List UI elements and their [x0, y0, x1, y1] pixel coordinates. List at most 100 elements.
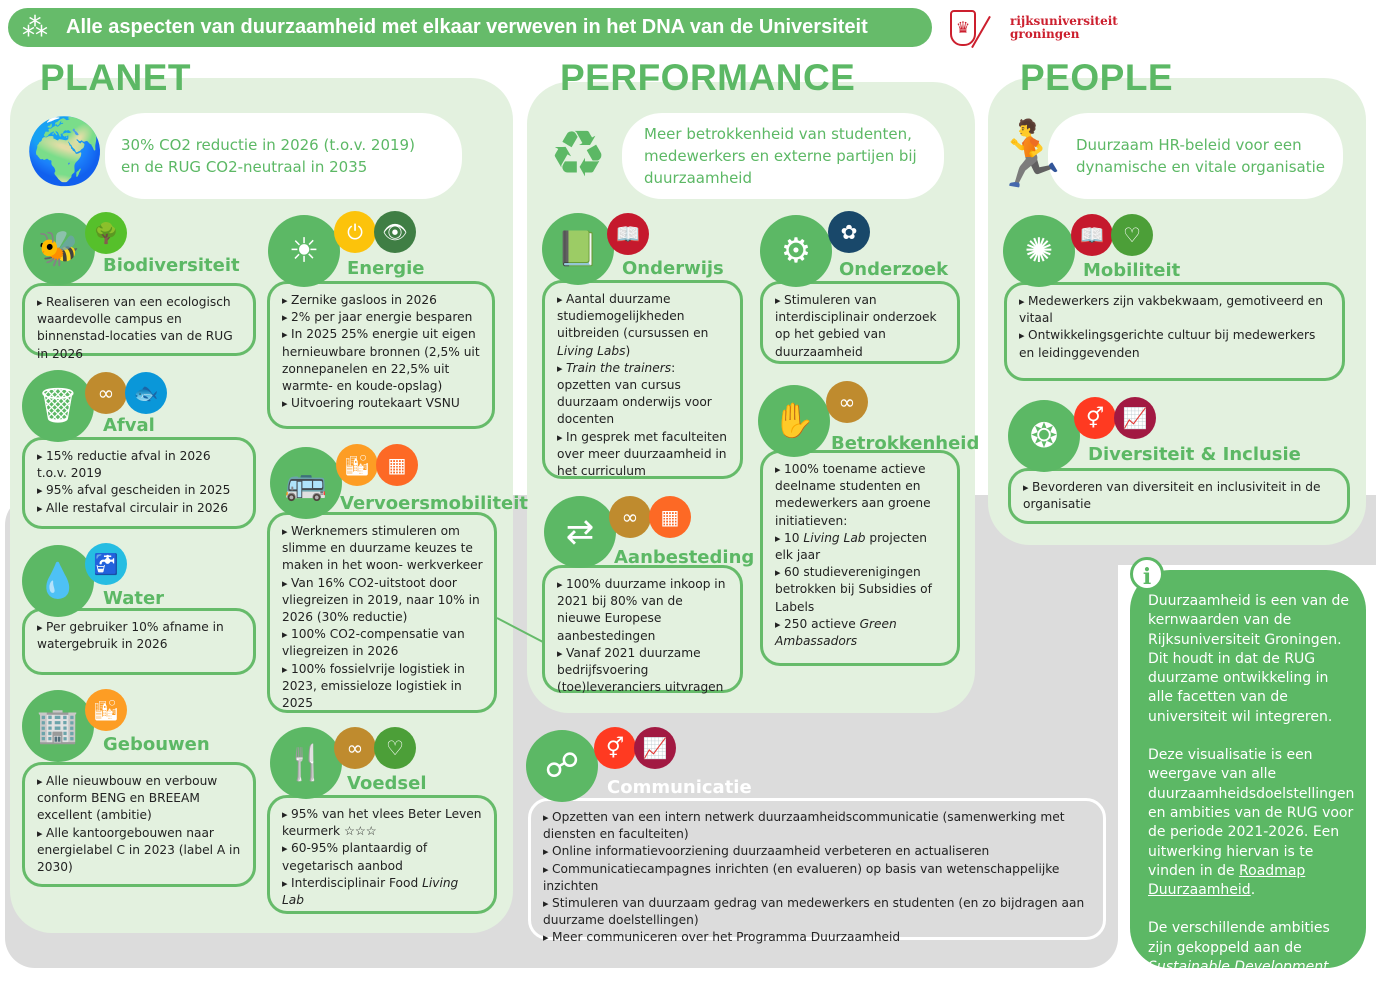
sdg12-consumption-icon: ∞	[609, 496, 651, 538]
people-goal-text: Duurzaam HR-beleid voor een dynamische e…	[1076, 136, 1325, 176]
list-item: 10 Living Lab projecten elk jaar	[775, 530, 947, 564]
list-item: Communicatiecampagnes inrichten (en eval…	[543, 861, 1093, 895]
sdg3-health-icon: ♡	[374, 727, 416, 769]
list-item: Alle restafval circulair in 2026	[37, 500, 243, 517]
list-item: Ontwikkelingsgerichte cultuur bij medewe…	[1019, 327, 1332, 361]
logo-line2: groningen	[1010, 27, 1080, 41]
item-emphasis: Living Lab	[803, 530, 866, 545]
card-onderzoek-title: Onderzoek	[839, 259, 949, 280]
people-circle-icon: ❂	[1008, 400, 1080, 472]
card-energie-box: Zernike gasloos in 20262% per jaar energ…	[267, 281, 495, 429]
sdg7-energy-icon: ⏻	[334, 211, 376, 253]
university-crest-logo: ♛	[950, 10, 976, 46]
item-text: Opzetten van een intern netwerk duurzaam…	[543, 810, 1065, 842]
list-item: 100% toename actieve deelname studenten …	[775, 461, 947, 530]
item-text: Ontwikkelingsgerichte cultuur bij medewe…	[1019, 328, 1316, 360]
card-diversiteit-box: Bevorderen van diversiteit en inclusivit…	[1008, 468, 1350, 524]
sdg9-industry-icon: ▦	[649, 496, 691, 538]
card-communicatie-title: Communicatie	[607, 777, 752, 798]
card-water-box: Per gebruiker 10% afname in watergebruik…	[22, 608, 256, 675]
item-emphasis: Living Labs	[557, 343, 626, 358]
connector-lines	[496, 617, 544, 643]
list-item: Van 16% CO2-uitstoot door vliegreizen in…	[282, 575, 484, 627]
list-item: Stimuleren van duurzaam gedrag van medew…	[543, 895, 1093, 929]
info-paragraph-3: De verschillende ambities zijn gekoppeld…	[1148, 919, 1356, 996]
item-text: Communicatiecampagnes inrichten (en eval…	[543, 861, 1060, 893]
card-onderwijs-box: Aantal duurzame studiemogelijkheden uitb…	[542, 280, 743, 479]
item-text: Alle kantoorgebouwen naar energielabel C…	[37, 825, 241, 875]
card-betrokkenheid-title: Betrokkenheid	[831, 433, 980, 454]
item-text: 100% CO2-compensatie van vliegreizen in …	[282, 627, 465, 659]
network-people-icon: ☍	[526, 730, 598, 802]
card-onderzoek-box: Stimuleren van interdisciplinair onderzo…	[760, 281, 960, 364]
item-text: 60-95% plantaardig of vegetarisch aanbod	[282, 841, 428, 873]
item-text: Bevorderen van diversiteit en inclusivit…	[1023, 480, 1321, 512]
recycle-leaf-icon: ♻	[549, 118, 607, 192]
item-text: Aantal duurzame studiemogelijkheden uitb…	[557, 292, 709, 341]
fork-knife-icon: 🍴	[270, 727, 342, 799]
list-item: 250 actieve Green Ambassadors	[775, 616, 947, 650]
card-aanbesteding-box: 100% duurzame inkoop in 2021 bij 80% van…	[542, 565, 743, 694]
list-item: 2% per jaar energie besparen	[282, 309, 482, 326]
roadmap-link[interactable]: Roadmap Duurzaamheid	[1148, 862, 1306, 899]
list-item: Per gebruiker 10% afname in watergebruik…	[37, 619, 243, 653]
performance-goal: Meer betrokkenheid van studenten, medewe…	[622, 113, 944, 199]
card-mobiliteit-box: Medewerkers zijn vakbekwaam, gemotiveerd…	[1004, 282, 1345, 381]
list-item: Aantal duurzame studiemogelijkheden uitb…	[557, 291, 730, 360]
item-text: Uitvoering routekaart VSNU	[291, 396, 460, 411]
info-p3-text: De verschillende ambities zijn gekoppeld…	[1148, 920, 1330, 956]
pillar-title-performance: PERFORMANCE	[560, 57, 856, 98]
sdg11-cities-icon: 🏙	[85, 689, 127, 731]
info-p2-text: Deze visualisatie is een weergave van al…	[1148, 747, 1355, 879]
card-gebouwen-title: Gebouwen	[103, 734, 210, 755]
list-item: Werknemers stimuleren om slimme en duurz…	[282, 523, 484, 575]
card-aanbesteding-title: Aanbesteding	[614, 547, 755, 568]
item-text: In 2025 25% energie uit eigen hernieuwba…	[282, 327, 480, 394]
item-text: Alle restafval circulair in 2026	[46, 500, 228, 515]
bee-icon: 🐝	[23, 213, 95, 285]
list-item: 100% CO2-compensatie van vliegreizen in …	[282, 626, 484, 660]
item-text: Alle nieuwbouw en verbouw conform BENG e…	[37, 774, 218, 823]
list-item: Vanaf 2021 duurzame bedrijfsvoering (toe…	[557, 645, 730, 697]
pillar-title-people: PEOPLE	[1020, 57, 1174, 98]
item-text: 95% afval gescheiden in 2025	[46, 483, 231, 498]
list-item: Alle kantoorgebouwen naar energielabel C…	[37, 825, 243, 877]
performance-goal-text: Meer betrokkenheid van studenten, medewe…	[644, 125, 917, 187]
sdg5-gender-equality-icon: ⚥	[1074, 397, 1116, 439]
item-text: 100% fossielvrije logistiek in 2023, emi…	[282, 661, 465, 711]
sdg9-industry-icon: ▦	[376, 444, 418, 486]
sdg12-consumption-icon: ∞	[826, 381, 868, 423]
list-item: Realiseren van een ecologisch waardevoll…	[37, 294, 243, 363]
item-text: Stimuleren van interdisciplinair onderzo…	[775, 293, 937, 359]
item-text: 100% duurzame inkoop in 2021 bij 80% van…	[557, 577, 726, 643]
item-text: 10	[784, 530, 804, 545]
brain-icon: ✺	[1003, 215, 1075, 287]
info-p3-end: van de VN.	[1187, 978, 1269, 995]
card-vervoersmobiliteit-box: Werknemers stimuleren om slimme en duurz…	[267, 512, 497, 713]
connector-line	[496, 617, 544, 643]
list-item: Alle nieuwbouw en verbouw conform BENG e…	[37, 773, 243, 825]
sdg14-life-below-water-icon: 🐟	[125, 372, 167, 414]
card-afval-title: Afval	[103, 415, 155, 436]
sdg8-decent-work-icon: 📈	[634, 727, 676, 769]
pillar-title-planet: PLANET	[40, 57, 191, 98]
item-text: In gesprek met faculteiten over meer duu…	[557, 429, 727, 479]
card-voedsel-box: 95% van het vlees Beter Leven keurmerk ☆…	[267, 795, 497, 914]
item-text: Realiseren van een ecologisch waardevoll…	[37, 295, 233, 361]
item-text: Online informatievoorziening duurzaamhei…	[552, 844, 990, 859]
list-item: Bevorderen van diversiteit en inclusivit…	[1023, 479, 1337, 513]
item-text: 2% per jaar energie besparen	[291, 310, 473, 325]
list-item: 60-95% plantaardig of vegetarisch aanbod	[282, 840, 484, 874]
list-item: In gesprek met faculteiten over meer duu…	[557, 429, 730, 481]
card-communicatie-box: Opzetten van een intern netwerk duurzaam…	[528, 798, 1106, 944]
list-item: In 2025 25% energie uit eigen hernieuwba…	[282, 326, 482, 395]
item-text: 60 studieverenigingen betrokken bij Subs…	[775, 565, 932, 614]
people-goal: Duurzaam HR-beleid voor een dynamische e…	[1048, 113, 1343, 199]
procurement-icon: ⇄	[544, 496, 616, 568]
list-item: Uitvoering routekaart VSNU	[282, 395, 482, 412]
header-title: Alle aspecten van duurzaamheid met elkaa…	[66, 16, 868, 38]
sdg17-partnerships-icon: ✿	[828, 211, 870, 253]
list-item: 95% afval gescheiden in 2025	[37, 482, 243, 499]
sdg4-education-icon: 📖	[1071, 214, 1113, 256]
bus-leaf-icon: 🚌	[270, 447, 342, 519]
